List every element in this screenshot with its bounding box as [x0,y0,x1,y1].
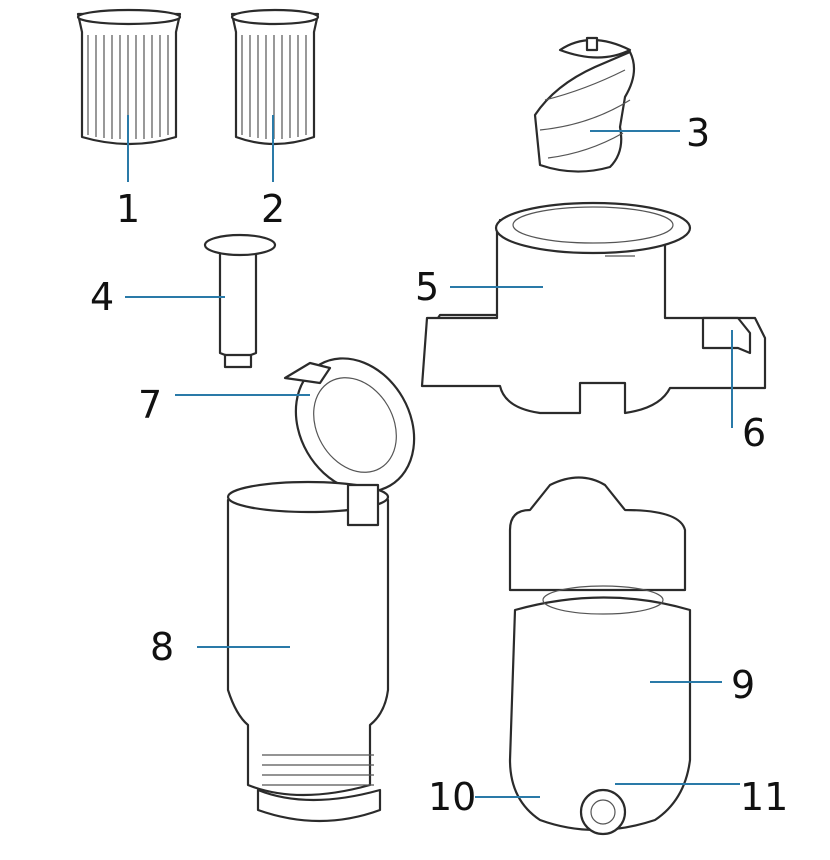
strainer-2-drawing [230,8,320,146]
label-11: 11 [740,775,788,819]
lid-drawing [283,357,416,493]
motor-base-drawing [508,476,692,836]
leader-lines [125,115,740,798]
juice-cup-drawing [226,480,390,823]
strainer-1-drawing [76,8,182,146]
bowl-drawing [420,201,767,415]
label-4: 4 [90,275,114,319]
auger-drawing [533,36,636,173]
label-9: 9 [731,663,755,707]
label-1: 1 [116,187,140,231]
label-10: 10 [428,775,476,819]
label-6: 6 [742,411,766,455]
label-2: 2 [261,187,285,231]
part-labels: 1 2 3 4 5 6 7 8 9 10 11 [90,111,788,819]
pusher-drawing [203,233,277,369]
label-3: 3 [686,111,710,155]
label-8: 8 [150,625,174,669]
label-7: 7 [138,383,162,427]
label-5: 5 [415,265,439,309]
